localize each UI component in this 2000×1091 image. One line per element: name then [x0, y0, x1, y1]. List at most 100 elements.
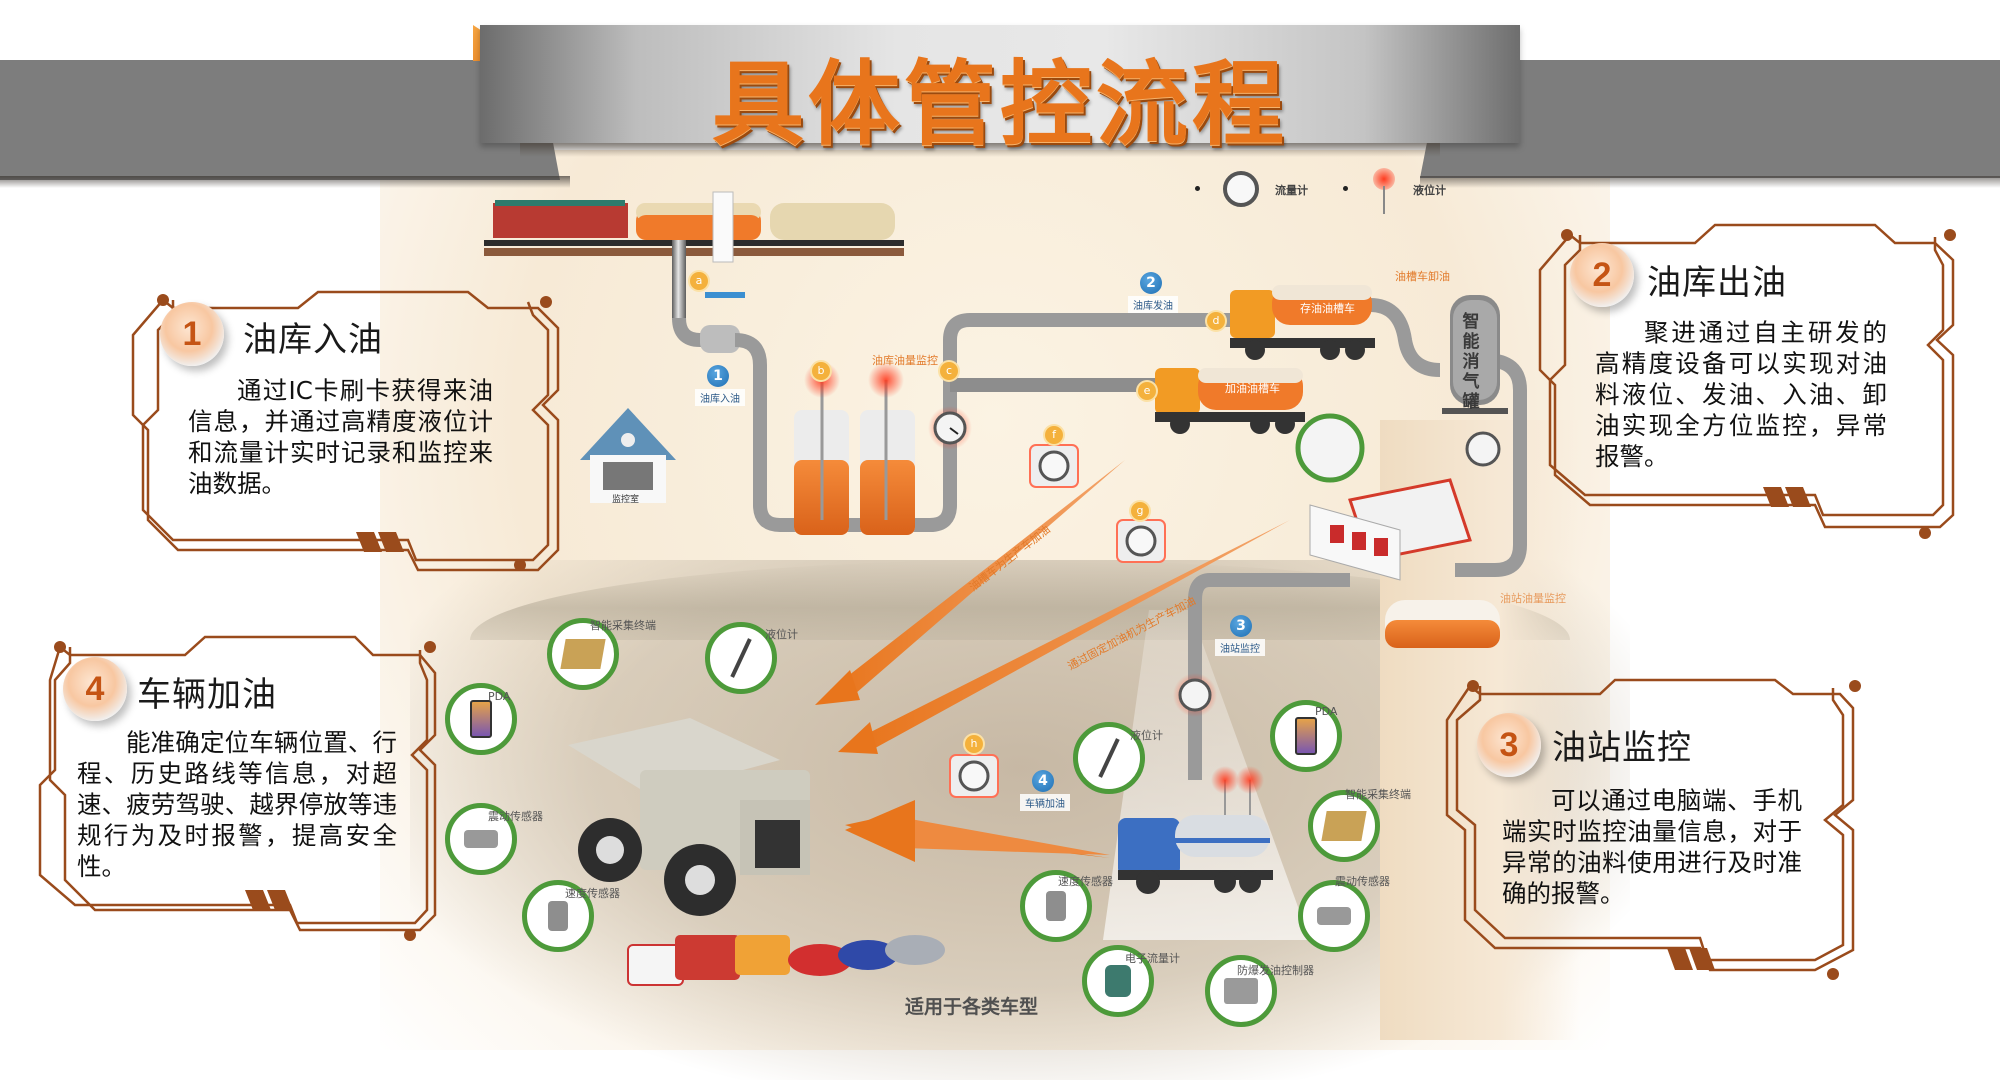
refuel-tanker-label: 加油油槽车 [1225, 382, 1280, 395]
callout-frame [38, 635, 437, 941]
sensor-label: 速度传感器 [1058, 875, 1113, 888]
train [484, 191, 904, 263]
level-gauge-icon [730, 638, 752, 678]
sensor-label: 液位计 [1130, 729, 1163, 742]
sensor-flowmeter [1082, 945, 1154, 1017]
speed-sensor-icon [1046, 891, 1066, 921]
sensor-label: 震动传感器 [1335, 875, 1390, 888]
callout-body: 可以通过电脑端、手机端实时监控油量信息，对于异常的油料使用进行及时准确的报警。 [1502, 786, 1802, 908]
step-label: 车辆加油 [1020, 794, 1070, 811]
vehicle-types-caption: 适用于各类车型 [905, 996, 1039, 1018]
sensor-label: 防爆发油控制器 [1237, 964, 1314, 977]
step-label: 油站监控 [1215, 639, 1265, 656]
step-label: 油库入油 [695, 389, 745, 406]
gas-station [1295, 413, 1500, 648]
callout-body: 通过IC卡刷卡获得来油信息，并通过高精度液位计和流量计实时记录和监控来油数据。 [188, 376, 493, 498]
callout-depot-output: 2 油库出油 聚进通过自主研发的高精度设备可以实现对油料液位、发油、入油、卸油实… [1525, 215, 1985, 545]
step-number-badge: 4 [63, 657, 127, 721]
point-marker: c [940, 362, 958, 380]
callout-frame [131, 290, 560, 572]
sensor-terminal [547, 618, 619, 690]
vibration-sensor-icon [464, 830, 498, 848]
pipe-network [672, 240, 1527, 780]
sensor-label: 电子流量计 [1125, 952, 1180, 965]
ribbon-shadow [1420, 176, 2000, 188]
level-gauge-icon [1098, 738, 1120, 778]
sensor-pda [445, 683, 517, 755]
callout-depot-intake: 1 油库入油 通过IC卡刷卡获得来油信息，并通过高精度液位计和流量计实时记录和监… [118, 280, 578, 580]
page-title: 具体管控流程 [711, 51, 1288, 158]
vapor-tank-label: 智能消气罐 [1462, 312, 1480, 412]
level-gauge-icon [1373, 168, 1395, 190]
flowmeter-icon [1105, 965, 1131, 997]
level-gauge-rod [1383, 186, 1385, 214]
bullet-icon [1343, 186, 1348, 191]
legend-label: 流量计 [1275, 184, 1308, 197]
callout-body: 能准确定位车辆位置、行程、历史路线等信息，对超速、疲劳驾驶、越界停放等违规行为及… [77, 728, 397, 881]
mining-truck [568, 718, 810, 916]
ribbon-shadow [0, 176, 570, 188]
legend: 流量计 液位计 [1195, 168, 1495, 228]
flow-arrows [815, 460, 1290, 862]
callout-title: 油库出油 [1647, 263, 1787, 303]
sensor-vibration [1298, 880, 1370, 952]
vibration-sensor-icon [1317, 907, 1351, 925]
flow-meter-gauges [928, 406, 1501, 798]
pda-icon [1295, 717, 1317, 755]
sensor-speed [522, 880, 594, 952]
bullet-icon [1195, 186, 1200, 191]
depot-monitor-label: 油库油量监控 [872, 354, 938, 367]
controller-icon [1224, 978, 1258, 1004]
station-monitor-label: 油站油量监控 [1500, 592, 1566, 605]
point-marker: d [1207, 312, 1225, 330]
step-label: 油库发油 [1128, 296, 1178, 313]
control-room-label: 监控室 [612, 495, 640, 505]
depot-tanks [794, 362, 915, 535]
point-marker: g [1131, 502, 1149, 520]
step-number-badge: 1 [160, 302, 224, 366]
title-band-shadow [520, 143, 1440, 157]
callout-title: 油库入油 [243, 320, 383, 360]
callout-body: 聚进通过自主研发的高精度设备可以实现对油料液位、发油、入油、卸油实现全方位监控，… [1595, 318, 1887, 471]
sensor-controller [1205, 955, 1277, 1027]
step-badge: 2 [1140, 272, 1162, 294]
flow-meter-icon [1223, 171, 1259, 207]
vapor-tank [1442, 295, 1508, 414]
callout-station-monitor: 3 油站监控 可以通过电脑端、手机端实时监控油量信息，对于异常的油料使用进行及时… [1435, 678, 1885, 990]
point-marker: f [1045, 426, 1063, 444]
point-marker: e [1138, 382, 1156, 400]
sensor-terminal [1308, 790, 1380, 862]
vehicle-fleet [627, 935, 945, 986]
sensor-label: 震动传感器 [488, 810, 543, 823]
sensor-label: PDA [1315, 705, 1338, 718]
step-badge: 4 [1032, 770, 1054, 792]
terminal-icon [560, 639, 606, 669]
sensor-pda [1270, 700, 1342, 772]
title-band [480, 25, 1520, 143]
step-badge: 1 [707, 365, 729, 387]
sensor-level-gauge [705, 622, 777, 694]
legend-label: 液位计 [1413, 184, 1446, 197]
step-number-badge: 2 [1570, 243, 1634, 307]
step-number-badge: 3 [1477, 713, 1541, 777]
tanker-unload-label: 油槽车卸油 [1395, 270, 1450, 283]
blue-tanker [1118, 766, 1273, 894]
callout-title: 油站监控 [1552, 728, 1692, 768]
sensor-label: PDA [488, 690, 511, 703]
callout-title: 车辆加油 [137, 675, 277, 715]
callout-vehicle-refuel: 4 车辆加油 能准确定位车辆位置、行程、历史路线等信息，对超速、疲劳驾驶、越界停… [25, 635, 445, 955]
sensor-speed [1020, 870, 1092, 942]
storage-tanker-label: 存油油槽车 [1300, 302, 1355, 315]
sensor-level-gauge [1073, 722, 1145, 794]
ribbon-left [0, 60, 560, 180]
sensor-label: 智能采集终端 [590, 619, 656, 632]
speed-sensor-icon [548, 901, 568, 931]
sensor-label: 速度传感器 [565, 887, 620, 900]
point-marker: h [965, 735, 983, 753]
tanker-trucks [1155, 285, 1375, 434]
callout-frame [1445, 678, 1861, 980]
terminal-icon [1321, 811, 1367, 841]
point-marker: b [812, 362, 830, 380]
sensor-label: 液位计 [765, 628, 798, 641]
